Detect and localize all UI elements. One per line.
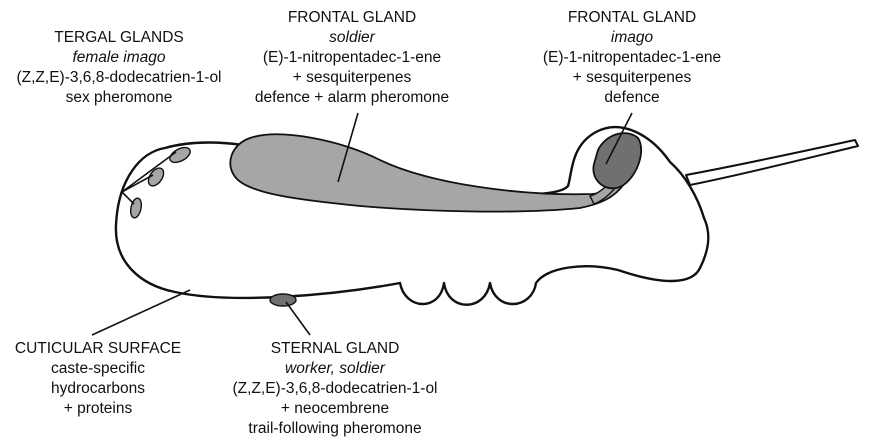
antenna <box>686 140 858 185</box>
sternal-function: trail-following pheromone <box>232 419 437 439</box>
leader-sternal <box>286 302 310 335</box>
cuticular-line1: caste-specific <box>15 359 181 379</box>
tergal-compound: (Z,Z,E)-3,6,8-dodecatrien-1-ol <box>16 68 221 88</box>
label-frontal-gland-imago: FRONTAL GLAND imago (E)-1-nitropentadec-… <box>543 8 721 108</box>
cuticular-line2: hydrocarbons <box>15 379 181 399</box>
tergal-title: TERGAL GLANDS <box>16 28 221 48</box>
frontal-imago-compound: (E)-1-nitropentadec-1-ene <box>543 48 721 68</box>
sternal-additive: + neocembrene <box>232 399 437 419</box>
sternal-title: STERNAL GLAND <box>232 339 437 359</box>
frontal-imago-function: defence <box>543 88 721 108</box>
cuticular-line3: + proteins <box>15 399 181 419</box>
label-cuticular-surface: CUTICULAR SURFACE caste-specific hydroca… <box>15 339 181 419</box>
label-frontal-gland-soldier: FRONTAL GLAND soldier (E)-1-nitropentade… <box>255 8 449 108</box>
frontal-soldier-additive: + sesquiterpenes <box>255 68 449 88</box>
frontal-soldier-caste: soldier <box>255 28 449 48</box>
label-sternal-gland: STERNAL GLAND worker, soldier (Z,Z,E)-3,… <box>232 339 437 439</box>
frontal-soldier-function: defence + alarm pheromone <box>255 88 449 108</box>
tergal-caste: female imago <box>16 48 221 68</box>
tergal-function: sex pheromone <box>16 88 221 108</box>
sternal-gland <box>270 294 296 306</box>
label-tergal-glands: TERGAL GLANDS female imago (Z,Z,E)-3,6,8… <box>16 28 221 108</box>
sternal-caste: worker, soldier <box>232 359 437 379</box>
frontal-imago-additive: + sesquiterpenes <box>543 68 721 88</box>
frontal-soldier-compound: (E)-1-nitropentadec-1-ene <box>255 48 449 68</box>
sternal-compound: (Z,Z,E)-3,6,8-dodecatrien-1-ol <box>232 379 437 399</box>
cuticular-title: CUTICULAR SURFACE <box>15 339 181 359</box>
frontal-soldier-title: FRONTAL GLAND <box>255 8 449 28</box>
frontal-imago-caste: imago <box>543 28 721 48</box>
frontal-imago-title: FRONTAL GLAND <box>543 8 721 28</box>
leader-cuticular <box>92 290 190 335</box>
